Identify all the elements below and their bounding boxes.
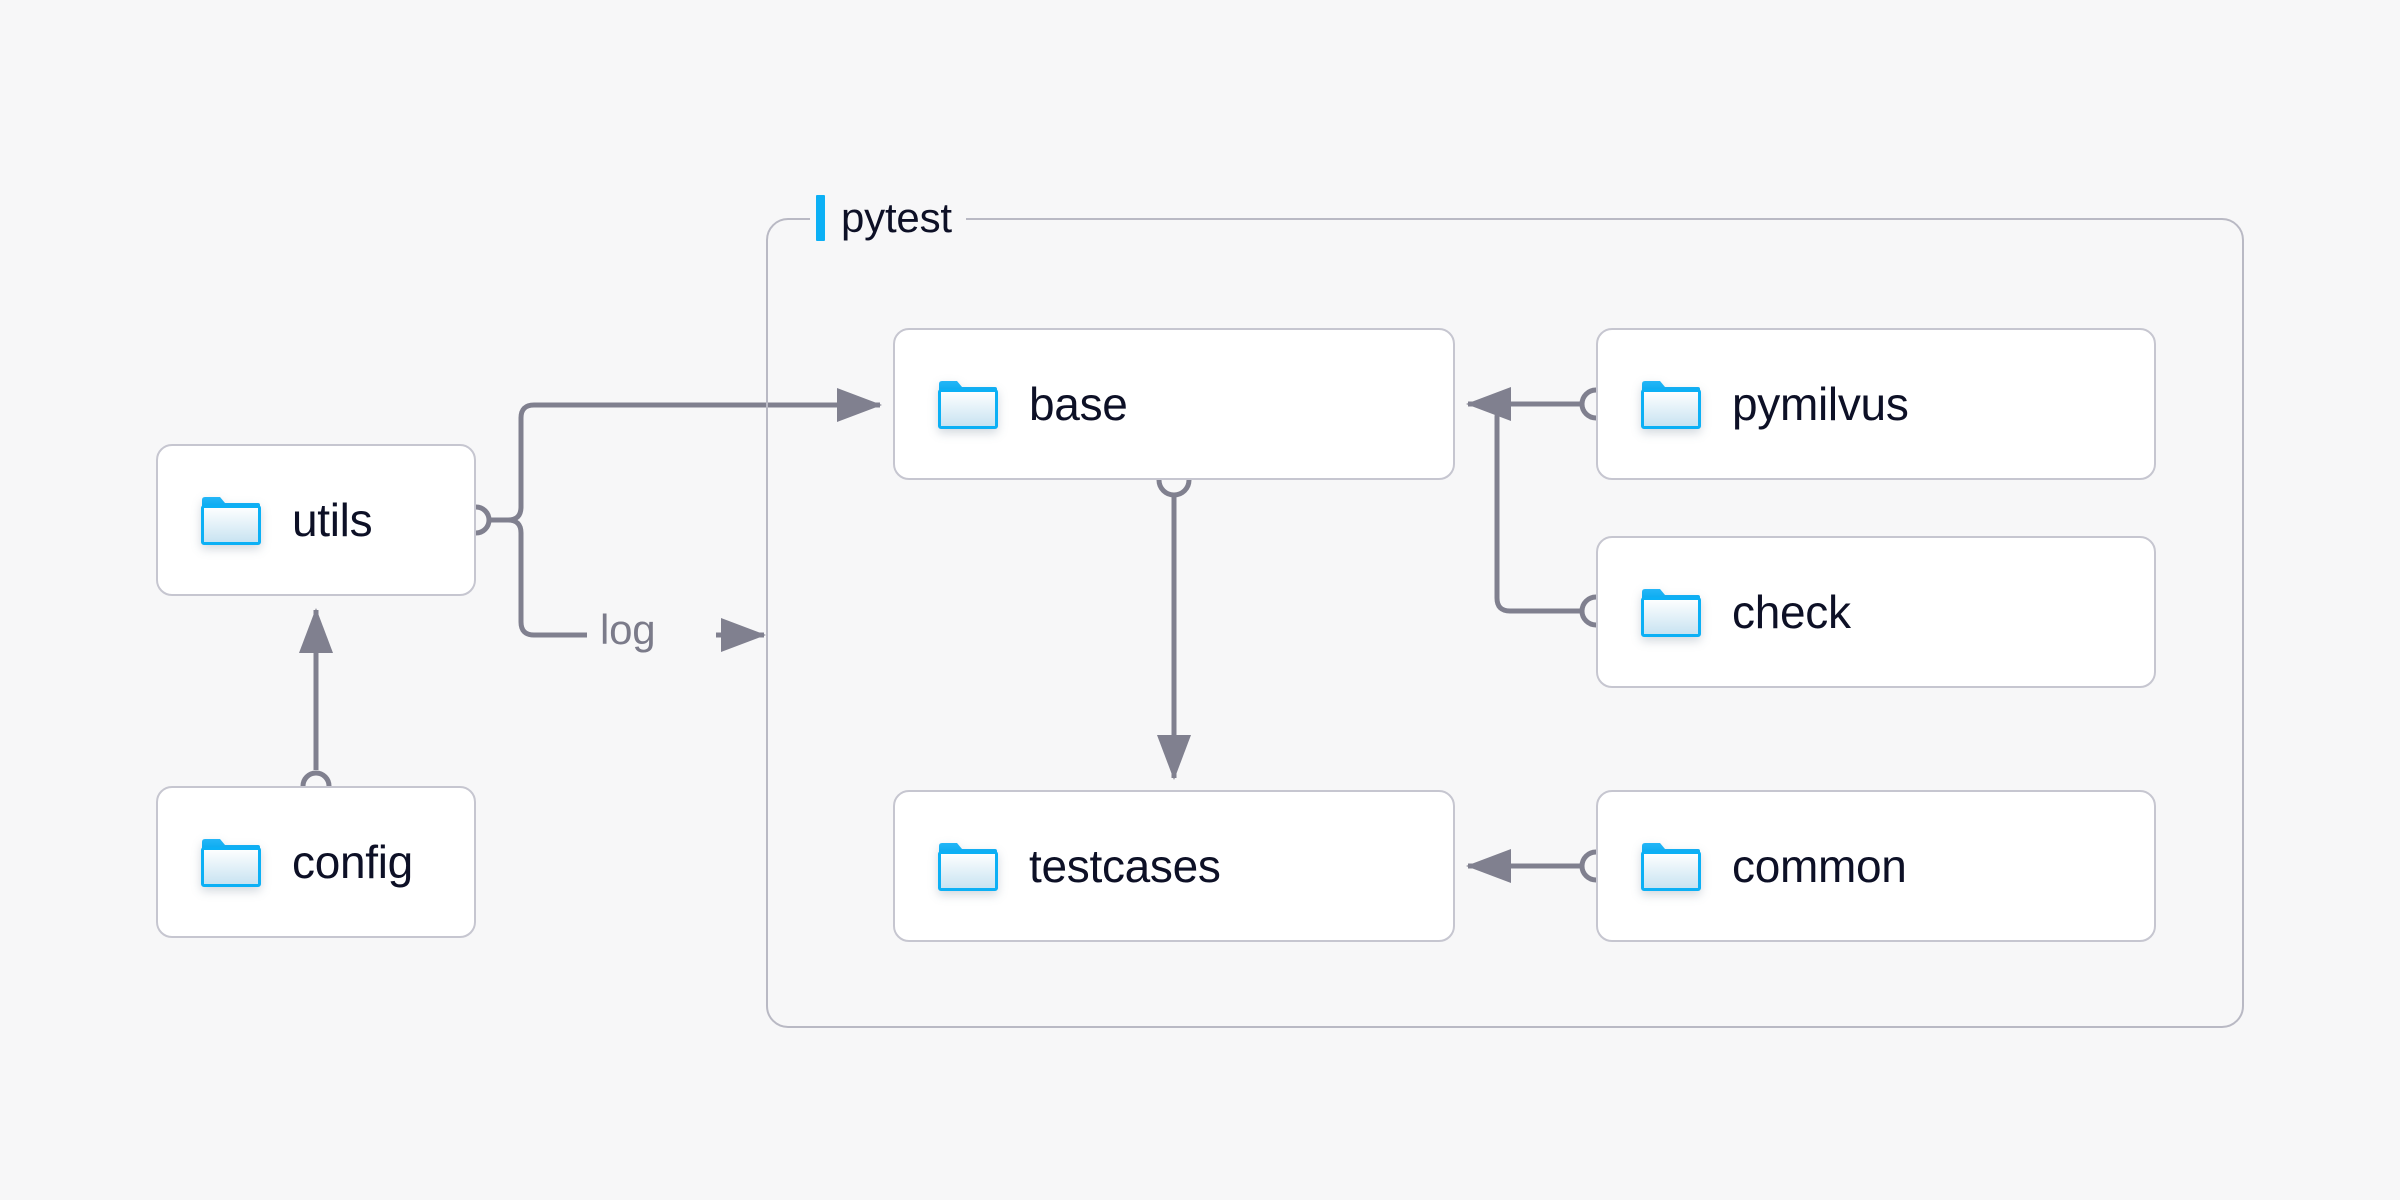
edge-label-log: log: [600, 606, 656, 653]
node-label: testcases: [1029, 840, 1221, 892]
node-common[interactable]: common: [1596, 790, 2156, 942]
node-testcases[interactable]: testcases: [893, 790, 1455, 942]
folder-icon: [201, 497, 261, 545]
node-label: utils: [292, 494, 373, 546]
folder-icon: [201, 839, 261, 887]
node-pymilvus[interactable]: pymilvus: [1596, 328, 2156, 480]
node-label: config: [292, 836, 413, 888]
node-check[interactable]: check: [1596, 536, 2156, 688]
pytest-group-label: pytest: [810, 190, 966, 246]
group-label-text: pytest: [841, 194, 952, 241]
pytest-group-container[interactable]: [766, 218, 2244, 1028]
node-label: base: [1029, 378, 1128, 430]
folder-icon: [1641, 381, 1701, 429]
folder-icon: [1641, 589, 1701, 637]
wire-utils-to-log: [507, 517, 587, 638]
folder-icon: [938, 381, 998, 429]
node-config[interactable]: config: [156, 786, 476, 938]
folder-icon: [938, 843, 998, 891]
group-accent-bar: [816, 195, 825, 241]
node-base[interactable]: base: [893, 328, 1455, 480]
node-label: check: [1732, 586, 1851, 638]
node-label: pymilvus: [1732, 378, 1909, 430]
node-label: common: [1732, 840, 1907, 892]
folder-icon: [1641, 843, 1701, 891]
node-utils[interactable]: utils: [156, 444, 476, 596]
